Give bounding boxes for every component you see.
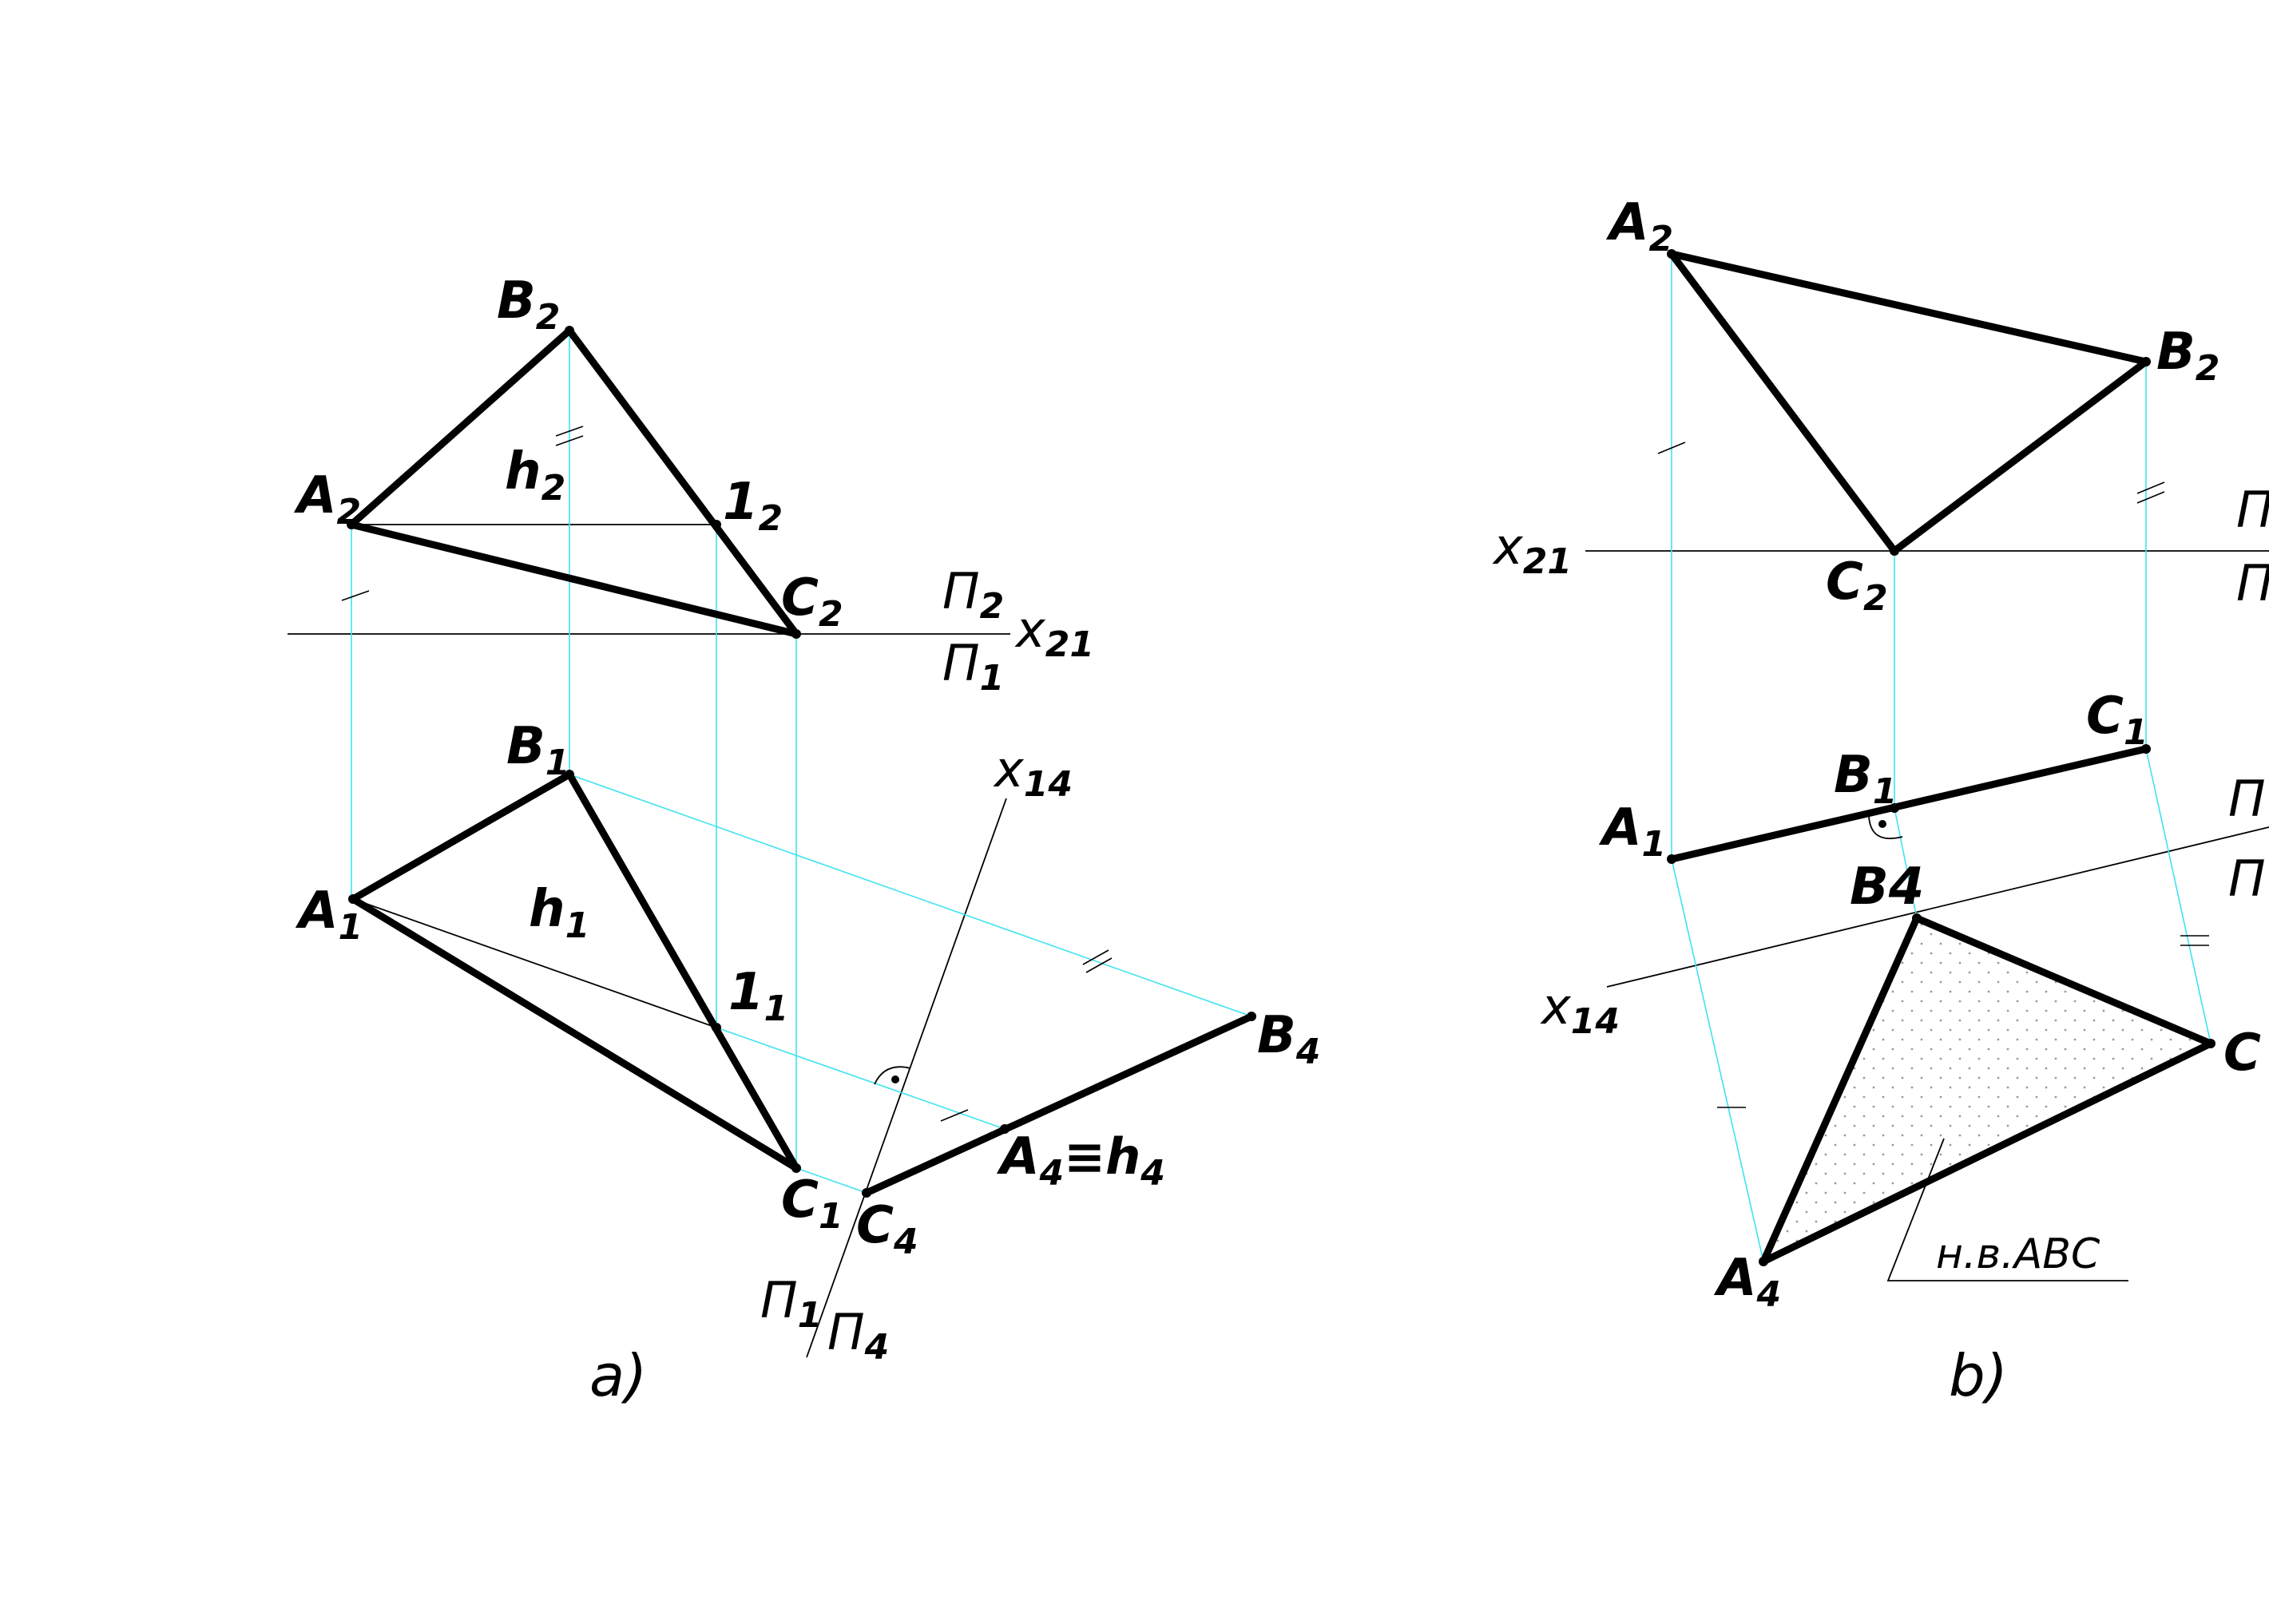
true-size-fill bbox=[1763, 918, 2211, 1262]
caption-a: a) bbox=[589, 1342, 647, 1409]
projector-b1-b4 bbox=[1894, 807, 1918, 919]
edge-view-c4-b4 bbox=[863, 1012, 1255, 1197]
label-b1-a: B1 bbox=[506, 717, 569, 783]
label-a1-a: A1 bbox=[295, 881, 363, 948]
label-a4-b: A4 bbox=[1713, 1249, 1781, 1315]
label-c2-a: C2 bbox=[781, 568, 843, 635]
axis-x14-a bbox=[806, 798, 1007, 1358]
label-x14-b: x14 bbox=[1540, 977, 1620, 1042]
right-angle-mark-b bbox=[1868, 815, 1903, 840]
label-c4-b: C bbox=[2223, 1024, 2261, 1083]
projector-c-to-c4 bbox=[795, 1167, 867, 1194]
label-c4-a: C4 bbox=[856, 1196, 918, 1262]
label-c1-a: C1 bbox=[781, 1170, 843, 1237]
label-true-size: н.в.ABC bbox=[1936, 1230, 2100, 1278]
label-c1-b: C1 bbox=[2086, 687, 2148, 753]
points-b bbox=[1667, 249, 2215, 1266]
axis-x14-b bbox=[1606, 826, 2269, 988]
right-angle-mark-a bbox=[874, 1066, 911, 1085]
label-b4-b: B4 bbox=[1850, 858, 1924, 917]
label-b2-a: B2 bbox=[497, 271, 560, 338]
label-12: 12 bbox=[723, 473, 783, 539]
equal-distance-ticks-b bbox=[1657, 442, 2209, 1108]
triangle-top-a bbox=[349, 770, 800, 1172]
label-pi1-a: П1 bbox=[942, 634, 1004, 699]
equal-distance-ticks-a bbox=[341, 426, 1113, 1122]
label-pi-x14-upper-b: П bbox=[2228, 770, 2266, 828]
label-c2-b: C2 bbox=[1826, 553, 1888, 619]
projector-a1-a4 bbox=[1671, 858, 1764, 1262]
triangle-true-size-b bbox=[1759, 914, 2215, 1266]
caption-b: b) bbox=[1949, 1342, 2008, 1409]
label-pi4-a: П4 bbox=[827, 1303, 889, 1368]
horizontal-h1 bbox=[352, 898, 717, 1028]
label-pi-upper-b: П bbox=[2236, 481, 2269, 539]
label-11: 11 bbox=[728, 963, 788, 1029]
label-x21-b: x21 bbox=[1492, 517, 1572, 582]
label-x21-a: x21 bbox=[1014, 600, 1094, 665]
label-a4-h4: A4≡h4 bbox=[996, 1127, 1165, 1194]
points-a bbox=[347, 326, 1256, 1198]
projector-b-to-b4 bbox=[569, 774, 1252, 1017]
label-pi2-a: П2 bbox=[942, 562, 1004, 627]
edge-view-a1-c1 bbox=[1668, 745, 2150, 863]
label-pi-x14-lower-b: П bbox=[2228, 850, 2266, 908]
label-x14-a: x14 bbox=[993, 740, 1073, 805]
label-a2-a: A2 bbox=[293, 466, 361, 533]
figure-b: A2 B2 C2 x21 П П C1 B1 A1 П П B4 x14 C A… bbox=[1492, 193, 2269, 1409]
triangle-front-a bbox=[347, 327, 800, 638]
label-b2-b: B2 bbox=[2156, 323, 2219, 389]
triangle-front-b bbox=[1668, 250, 2150, 555]
label-pi-lower-b: П bbox=[2236, 554, 2269, 612]
label-a2-b: A2 bbox=[1605, 193, 1673, 259]
label-b4-a: B4 bbox=[1257, 1006, 1320, 1072]
figure-a: A2 B2 h2 12 C2 П2 П1 x21 B1 A1 h1 11 C1 … bbox=[288, 271, 1320, 1409]
label-b1-b: B1 bbox=[1834, 746, 1897, 812]
label-h2: h2 bbox=[505, 442, 565, 509]
label-pi1-lower-a: П1 bbox=[760, 1271, 822, 1336]
projector-1-to-a4 bbox=[716, 1027, 1006, 1130]
label-a1-b: A1 bbox=[1598, 798, 1666, 865]
label-h1: h1 bbox=[529, 880, 589, 946]
projector-c1-c4 bbox=[2145, 748, 2211, 1044]
